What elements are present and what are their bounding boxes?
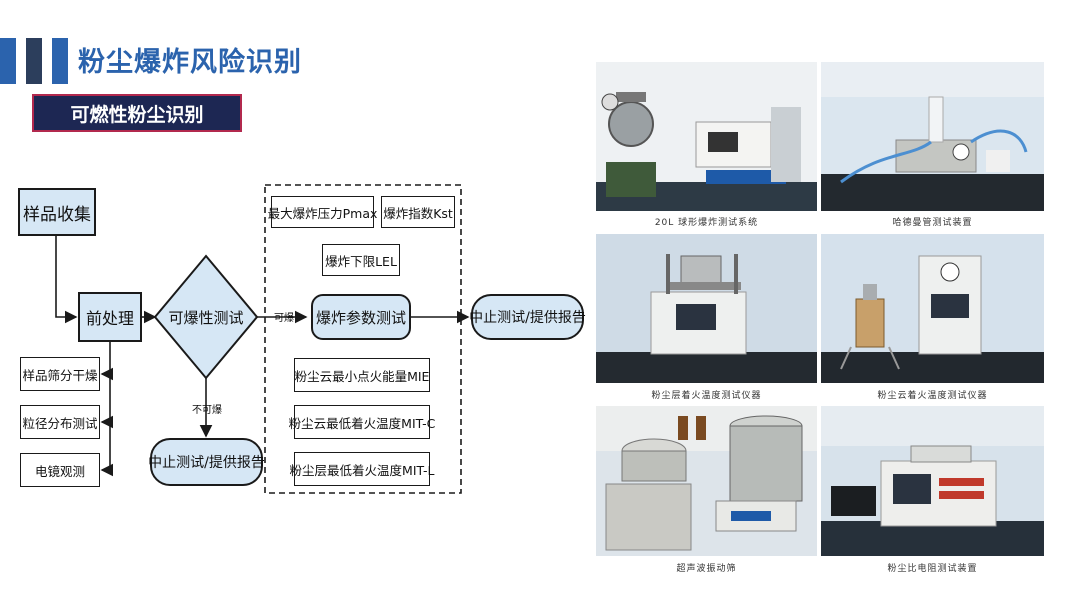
header-accent-bar-1 [0, 38, 16, 84]
caption-resistivity-device: 粉尘比电阻测试装置 [887, 564, 978, 574]
decision-diamond [153, 254, 259, 380]
node-mie: 粉尘云最小点火能量MIE [294, 358, 430, 392]
edge-label-non-explosive: 不可爆 [192, 405, 222, 416]
photo-hartmann-tube [821, 62, 1044, 211]
caption-20l-sphere: 20L 球形爆炸测试系统 [654, 218, 759, 228]
header-accent-bar-2 [26, 38, 42, 84]
node-lel: 爆炸下限LEL [322, 244, 400, 276]
caption-layer-ignition: 粉尘层着火温度测试仪器 [651, 391, 762, 401]
node-mit-c: 粉尘云最低着火温度MIT-C [289, 405, 435, 439]
page-title: 粉尘爆炸风险识别 [78, 47, 302, 78]
node-sample-collection: 样品收集 [18, 188, 96, 236]
node-electron-microscope: 电镜观测 [20, 453, 100, 487]
caption-hartmann-tube: 哈德曼管测试装置 [892, 218, 973, 228]
caption-ultrasonic-sieve: 超声波振动筛 [676, 564, 737, 574]
node-pmax: 最大爆炸压力Pmax [268, 196, 377, 228]
node-pretreatment: 前处理 [78, 292, 142, 342]
node-particle-size: 粒径分布测试 [20, 405, 100, 439]
photo-layer-ignition [596, 234, 817, 383]
photo-20l-sphere [596, 62, 817, 211]
header-accent-bar-3 [52, 38, 68, 84]
photo-ultrasonic-sieve [596, 406, 817, 556]
node-sieve-dry: 样品筛分干燥 [20, 357, 100, 391]
photo-resistivity-device [821, 406, 1044, 556]
node-explosion-params: 爆炸参数测试 [311, 294, 411, 340]
node-stop-report-right: 中止测试/提供报告 [469, 294, 586, 340]
section-subtitle: 可燃性粉尘识别 [32, 94, 242, 132]
caption-cloud-ignition: 粉尘云着火温度测试仪器 [877, 391, 988, 401]
flowchart-connectors [55, 184, 470, 494]
node-stop-report-left: 中止测试/提供报告 [148, 438, 265, 486]
node-kst: 爆炸指数Kst [381, 196, 455, 228]
node-mit-l: 粉尘层最低着火温度MIT-L [290, 452, 434, 486]
edge-label-explosive: 可爆 [274, 313, 294, 324]
photo-cloud-ignition [821, 234, 1044, 383]
node-explosibility-test: 可爆性测试 [168, 308, 244, 327]
